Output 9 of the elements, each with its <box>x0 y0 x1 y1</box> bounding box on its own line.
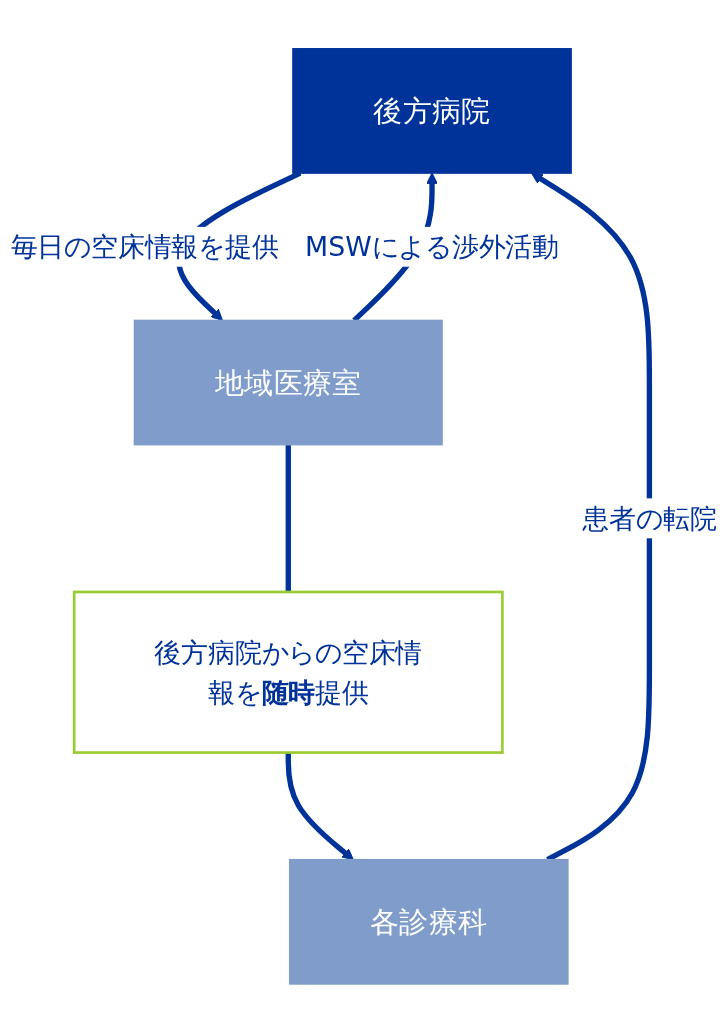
edge-label: MSWによる渉外活動 <box>305 230 559 263</box>
node-box: 後方病院 <box>292 48 572 174</box>
node-box: 各診療科 <box>288 859 569 985</box>
arrow <box>285 752 354 861</box>
edge-label: 毎日の空床情報を提供 <box>10 230 279 263</box>
node-box: 地域医療室 <box>133 319 443 446</box>
edge-label: 患者の転院 <box>582 502 717 535</box>
connector <box>285 444 291 593</box>
node-box: 後方病院からの空床情報を随時提供 <box>72 590 504 754</box>
